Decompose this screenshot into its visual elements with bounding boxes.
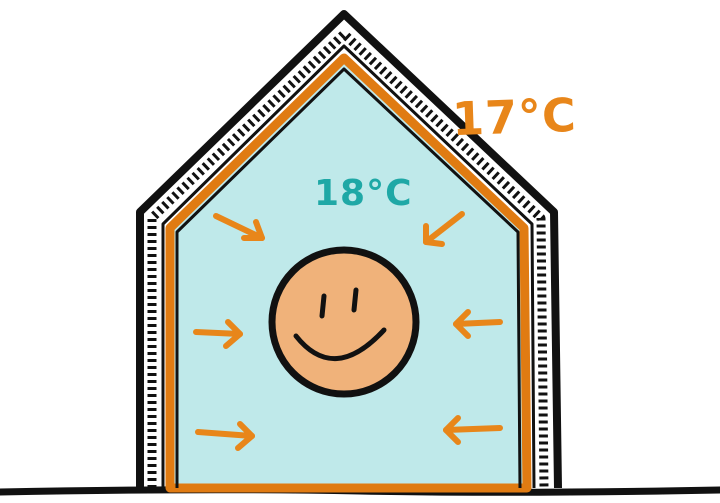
outside-temperature-label: 17°C: [451, 92, 577, 142]
smiley-face-icon: [272, 250, 416, 394]
inside-temperature-label: 18°C: [314, 176, 413, 212]
